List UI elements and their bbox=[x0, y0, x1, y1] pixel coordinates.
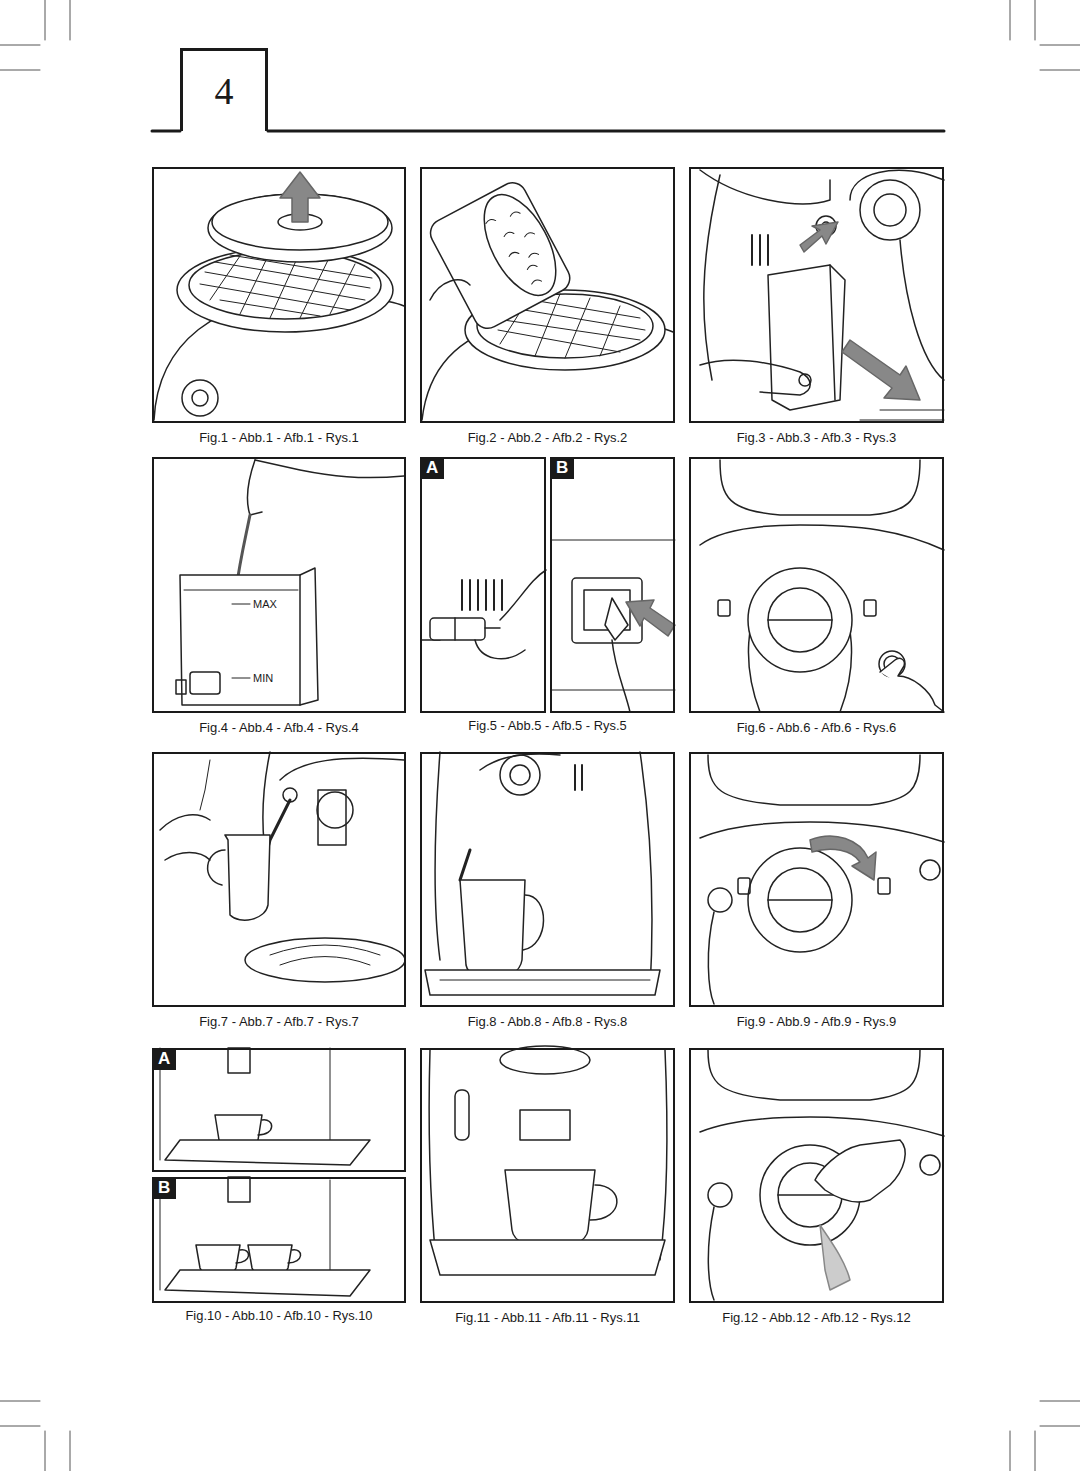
figure-caption: Fig.11 - Abb.11 - Afb.11 - Rys.11 bbox=[412, 1310, 683, 1325]
figure-subpanel: B bbox=[550, 457, 675, 713]
figure-caption: Fig.9 - Abb.9 - Afb.9 - Rys.9 bbox=[681, 1014, 952, 1029]
figure-subpanel: B bbox=[152, 1177, 406, 1303]
figure-panel: Fig.11 - Abb.11 - Afb.11 - Rys.11 bbox=[420, 1048, 675, 1303]
figure-panel: Fig.6 - Abb.6 - Afb.6 - Rys.6 bbox=[689, 457, 944, 713]
figure-caption: Fig.2 - Abb.2 - Afb.2 - Rys.2 bbox=[412, 430, 683, 445]
panel-letter: B bbox=[152, 1177, 176, 1199]
water-tank-removal-illustration bbox=[700, 170, 944, 420]
cup-dispensing-illustration bbox=[160, 1048, 370, 1296]
jug-under-wand-illustration bbox=[425, 752, 660, 995]
figure-caption: Fig.8 - Abb.8 - Afb.8 - Rys.8 bbox=[412, 1014, 683, 1029]
figure-subpanel: A bbox=[152, 1048, 406, 1172]
figure-caption: Fig.3 - Abb.3 - Afb.3 - Rys.3 bbox=[681, 430, 952, 445]
header-rule bbox=[152, 130, 944, 133]
power-button-illustration bbox=[700, 460, 944, 712]
bean-pouring-illustration bbox=[422, 178, 673, 420]
figure-panel: Fig.2 - Abb.2 - Afb.2 - Rys.2 bbox=[420, 167, 675, 423]
dose-button-illustration bbox=[700, 1050, 944, 1300]
panel-letter: A bbox=[420, 457, 444, 479]
figure-caption: Fig.10 - Abb.10 - Afb.10 - Rys.10 bbox=[142, 1308, 416, 1323]
figure-caption: Fig.4 - Abb.4 - Afb.4 - Rys.4 bbox=[144, 720, 414, 735]
figure-caption: Fig.5 - Abb.5 - Afb.5 - Rys.5 bbox=[410, 718, 685, 733]
figure-group: Fig.5 - Abb.5 - Afb.5 - Rys.5AB bbox=[420, 457, 675, 713]
panel-letter: B bbox=[550, 457, 574, 479]
figure-subpanel: A bbox=[420, 457, 546, 713]
steam-wand-illustration bbox=[160, 752, 405, 982]
figure-panel: Fig.1 - Abb.1 - Afb.1 - Rys.1 bbox=[152, 167, 406, 423]
hopper-lid-illustration bbox=[154, 172, 404, 420]
figure-panel: Fig.12 - Abb.12 - Afb.12 - Rys.12 bbox=[689, 1048, 944, 1303]
panel-letter: A bbox=[152, 1048, 176, 1070]
figure-caption: Fig.6 - Abb.6 - Afb.6 - Rys.6 bbox=[681, 720, 952, 735]
selector-knob-illustration bbox=[700, 755, 944, 1004]
power-cable-illustration bbox=[422, 540, 675, 712]
figure-panel: Fig.7 - Abb.7 - Afb.7 - Rys.7 bbox=[152, 752, 406, 1007]
figure-panel: Fig.9 - Abb.9 - Afb.9 - Rys.9 bbox=[689, 752, 944, 1007]
figure-caption: Fig.7 - Abb.7 - Afb.7 - Rys.7 bbox=[144, 1014, 414, 1029]
figure-group: Fig.10 - Abb.10 - Afb.10 - Rys.10AB bbox=[152, 1048, 406, 1303]
figure-panel: Fig.4 - Abb.4 - Afb.4 - Rys.4 bbox=[152, 457, 406, 713]
cup-under-dispenser-illustration bbox=[429, 1046, 667, 1275]
page-number-box: 4 bbox=[180, 48, 268, 131]
figure-caption: Fig.1 - Abb.1 - Afb.1 - Rys.1 bbox=[144, 430, 414, 445]
level-mark: MAX bbox=[252, 598, 278, 610]
tank-filling-illustration bbox=[176, 460, 404, 705]
figure-panel: Fig.8 - Abb.8 - Afb.8 - Rys.8 bbox=[420, 752, 675, 1007]
level-mark: MIN bbox=[252, 672, 274, 684]
figure-panel: Fig.3 - Abb.3 - Afb.3 - Rys.3 bbox=[689, 167, 944, 423]
figure-caption: Fig.12 - Abb.12 - Afb.12 - Rys.12 bbox=[681, 1310, 952, 1325]
page-number: 4 bbox=[215, 69, 234, 113]
